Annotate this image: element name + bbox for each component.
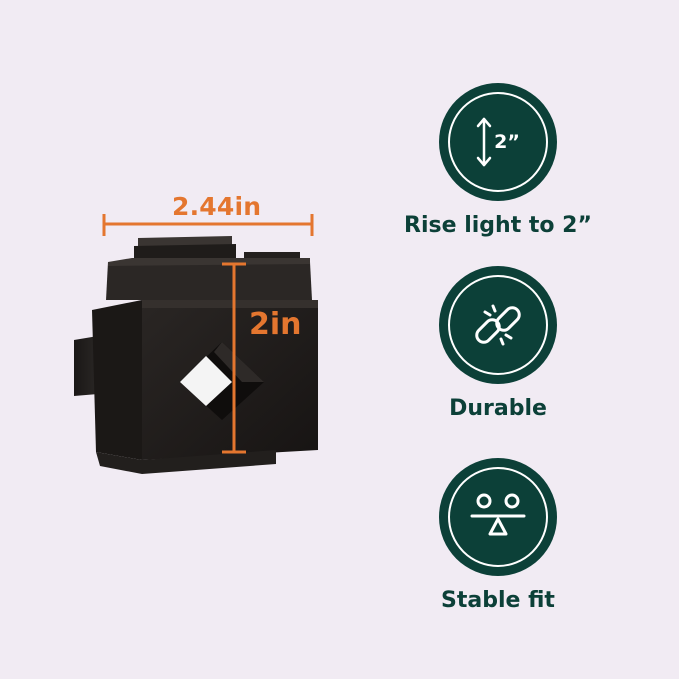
- width-dimension-line: [102, 214, 314, 236]
- feature-badge: [439, 458, 557, 576]
- rise-value-text: 2”: [494, 131, 520, 153]
- feature-label: Rise light to 2”: [404, 213, 592, 238]
- feature-badge: [439, 266, 557, 384]
- vertical-arrow-icon: [476, 117, 492, 167]
- height-dimension-line: [222, 262, 246, 454]
- width-dimension-label: 2.44in: [172, 192, 262, 221]
- broken-chain-link-icon: [475, 304, 521, 346]
- riser-upper-body: [106, 258, 312, 300]
- riser-left-side: [92, 300, 142, 460]
- feature-rise: 2” Rise light to 2”: [400, 83, 596, 238]
- feature-label: Durable: [449, 396, 547, 421]
- feature-badge: 2”: [439, 83, 557, 201]
- feature-durable: Durable: [400, 266, 596, 421]
- feature-label: Stable fit: [441, 588, 555, 613]
- diamond-cutout: [180, 342, 264, 420]
- feature-stable: Stable fit: [400, 458, 596, 613]
- height-dimension-label: 2in: [249, 307, 302, 342]
- riser-bottom-lip: [96, 450, 276, 474]
- balance-scale-icon: [470, 493, 526, 536]
